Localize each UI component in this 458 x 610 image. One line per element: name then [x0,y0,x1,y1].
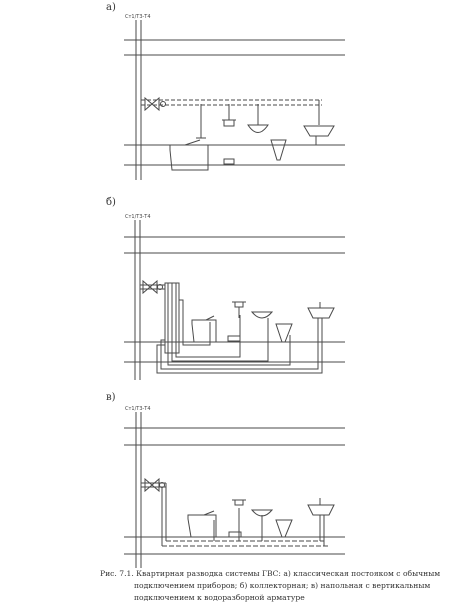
manifold-pipe-loops [156,299,323,374]
panel-v-diagram [124,412,345,568]
washbasin-icon [250,311,274,319]
caption-line-1: Рис. 7.1. Квартирная разводка системы ГВ… [100,569,441,578]
riser-tag-v: Ст1/Т3-Т4 [125,406,151,412]
caption-line-2: подключением приборов; б) коллекторная; … [134,581,431,590]
shower-icon [232,301,246,318]
toilet-icon [270,139,287,161]
drain-icon [228,531,242,538]
bathtub-icon [169,139,209,171]
riser-tag-b: Ст1/Т3-Т4 [125,214,151,220]
sink-icon [307,498,335,516]
panel-a-diagram [124,20,345,180]
washbasin-icon [247,124,269,133]
shower-icon [232,499,246,506]
panel-label-b: б) [106,197,116,208]
caption-line-3: подключением к водоразборной арматуре [134,593,305,602]
sink-icon [307,302,335,319]
valve-icon [144,477,160,493]
bathtub-icon [191,315,217,343]
sink-icon [303,125,335,145]
figure-caption: Рис. 7.1. Квартирная разводка системы ГВ… [100,568,450,604]
panel-b-diagram [124,220,345,380]
panel-label-a: а) [106,2,116,13]
faucet-icon [196,132,206,139]
panel-label-v: в) [106,392,116,403]
toilet-icon [275,323,293,343]
valve-icon [144,96,160,112]
bathtub-icon [187,510,217,538]
drain-icon [223,158,235,165]
toilet-icon [275,519,293,538]
drain-icon [227,335,241,342]
valve-icon [142,279,158,295]
meter-icon [160,101,166,107]
riser-tag-a: Ст1/Т3-Т4 [125,14,151,20]
shower-icon [222,119,236,127]
washbasin-icon [250,509,274,517]
